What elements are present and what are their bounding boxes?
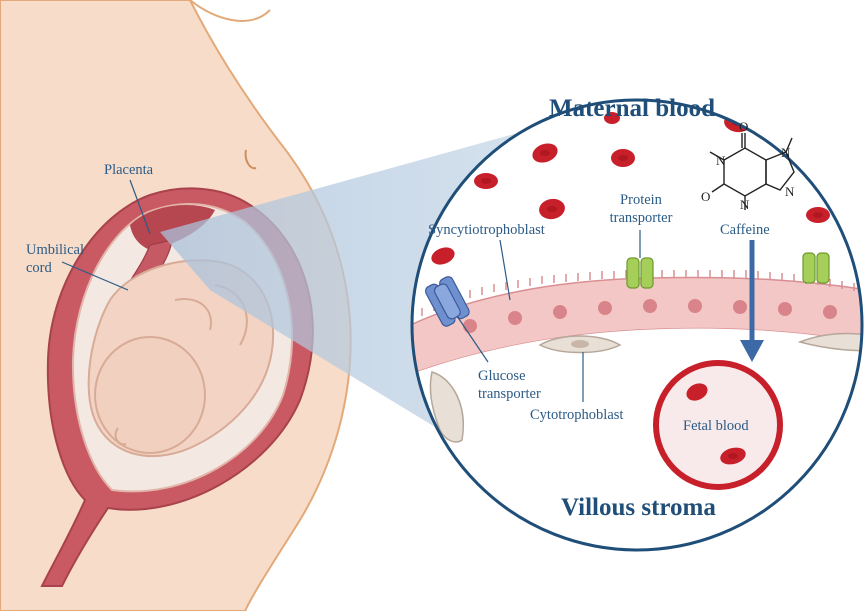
label-maternal-blood: Maternal blood (549, 95, 715, 124)
label-caffeine: Caffeine (720, 222, 770, 239)
atom-n-left: N (716, 153, 726, 168)
villous-stroma (400, 329, 867, 560)
label-protein-transporter-line2: transporter (606, 210, 676, 227)
label-cytotrophoblast: Cytotrophoblast (530, 407, 623, 424)
fetus-head (95, 337, 205, 453)
label-syncytiotrophoblast: Syncytiotrophoblast (428, 222, 545, 239)
label-villous-stroma: Villous stroma (561, 494, 716, 523)
atom-n-right: N (785, 184, 795, 199)
atom-n-bottom: N (740, 197, 750, 212)
label-protein-transporter-line1: Protein (606, 192, 676, 209)
label-fetal-blood: Fetal blood (683, 418, 749, 435)
atom-o-left: O (701, 189, 710, 204)
atom-n-top-right: N (781, 145, 791, 160)
atom-o-top: O (739, 119, 748, 134)
label-glucose-transporter-line1: Glucose (478, 368, 526, 385)
label-placenta: Placenta (104, 162, 153, 179)
chin-outline (190, 0, 270, 21)
label-glucose-transporter-line2: transporter (478, 386, 541, 403)
label-umbilical-cord-line1: Umbilical (26, 242, 84, 259)
label-umbilical-cord-line2: cord (26, 260, 52, 277)
